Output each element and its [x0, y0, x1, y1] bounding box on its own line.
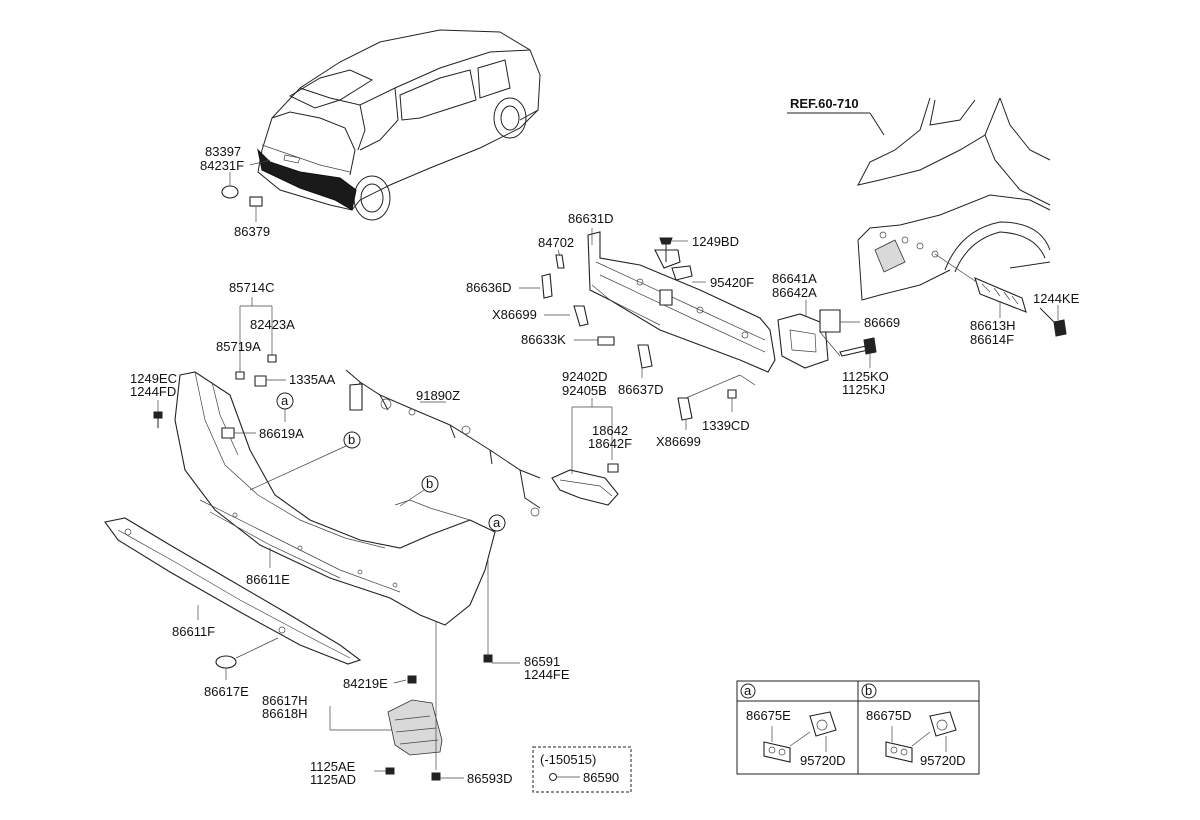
lower-skirt: 86611F 86617E [104, 517, 362, 699]
label-84702: 84702 [538, 235, 574, 250]
cover-labels: 85714C 82423A 85719A 1249EC 1244FD 1335A… [130, 280, 570, 682]
label-1249EC: 1249EC [130, 371, 177, 386]
date-range-box: (-150515) 86590 [532, 746, 632, 793]
beam-labels: 86631D 84702 86636D 1249BD 95420F X86699… [466, 211, 756, 449]
table-letter-a: a [744, 683, 752, 698]
car-badge-callouts: 83397 84231F 86379 [200, 144, 270, 239]
label-83397: 83397 [205, 144, 241, 159]
label-86633K: 86633K [521, 332, 566, 347]
side-bracket: 86641A 86642A 86669 1125KO 1125KJ [772, 271, 900, 397]
label-1244FE: 1244FE [524, 667, 570, 682]
label-86617H: 86617H [262, 693, 308, 708]
label-86611F: 86611F [172, 624, 215, 639]
label-86590: 86590 [583, 770, 619, 785]
date-range-text: (-150515) [540, 752, 596, 767]
label-84219E: 84219E [343, 676, 388, 691]
label-86591: 86591 [524, 654, 560, 669]
label-1335AA: 1335AA [289, 372, 336, 387]
label-86618H: 86618H [262, 706, 308, 721]
label-95720D-a: 95720D [800, 753, 846, 768]
label-86619A: 86619A [259, 426, 304, 441]
reflector: 92402D 92405B 18642 18642F [551, 369, 632, 506]
label-18642: 18642 [592, 423, 628, 438]
label-86611E: 86611E [246, 572, 290, 587]
label-1244KE: 1244KE [1033, 291, 1080, 306]
label-86613H: 86613H [970, 318, 1016, 333]
label-86631D: 86631D [568, 211, 614, 226]
label-86669: 86669 [864, 315, 900, 330]
callout-b-lower [421, 475, 439, 493]
label-86641A: 86641A [772, 271, 817, 286]
label-91890Z: 91890Z [416, 388, 460, 403]
emblem-part [221, 185, 239, 199]
callout-b-lower-letter: b [426, 476, 433, 491]
callout-b-upper-letter: b [348, 432, 355, 447]
callout-a-lower [488, 514, 506, 532]
callout-a-upper-letter: a [281, 393, 289, 408]
label-86617E: 86617E [204, 684, 249, 699]
label-86675E: 86675E [746, 708, 791, 723]
label-1125AE: 1125AE [310, 759, 356, 774]
label-85719A: 85719A [216, 339, 261, 354]
label-82423A: 82423A [250, 317, 295, 332]
label-1339CD: 1339CD [702, 418, 750, 433]
camera-cover-part [249, 196, 263, 207]
label-X86699-lower: X86699 [656, 434, 701, 449]
detail-table: a b 86675E 95720D 86675D 95720D [736, 680, 980, 775]
label-95420F: 95420F [710, 275, 754, 290]
label-86637D: 86637D [618, 382, 664, 397]
label-84231F: 84231F [200, 158, 244, 173]
label-1249BD: 1249BD [692, 234, 739, 249]
rear-guide: 86613H 86614F 1244KE [970, 277, 1080, 347]
label-18642F: 18642F [588, 436, 632, 451]
label-1125AD: 1125AD [310, 772, 356, 787]
car-illustration [257, 29, 541, 221]
quarter-panel: REF.60-710 [787, 96, 1051, 301]
bumper-cover [174, 371, 496, 626]
label-92402D: 92402D [562, 369, 608, 384]
table-letter-b: b [865, 683, 872, 698]
wiring-harness: 91890Z [345, 369, 541, 517]
label-1244FD: 1244FD [130, 384, 176, 399]
bumper-beam [587, 231, 776, 373]
label-86593D: 86593D [467, 771, 513, 786]
label-86614F: 86614F [970, 332, 1014, 347]
under-cover: 84219E 86617H 86618H 1125AE 1125AD 86593… [262, 622, 513, 787]
label-1125KO: 1125KO [842, 369, 889, 384]
callout-b-upper [343, 431, 361, 449]
label-86642A: 86642A [772, 285, 817, 300]
label-92405B: 92405B [562, 383, 607, 398]
label-86636D: 86636D [466, 280, 512, 295]
label-86379: 86379 [234, 224, 270, 239]
callout-a-lower-letter: a [493, 515, 501, 530]
label-X86699-upper: X86699 [492, 307, 537, 322]
label-86675D: 86675D [866, 708, 912, 723]
label-95720D-b: 95720D [920, 753, 966, 768]
label-1125KJ: 1125KJ [842, 382, 885, 397]
label-85714C: 85714C [229, 280, 275, 295]
reference-label: REF.60-710 [790, 96, 859, 111]
